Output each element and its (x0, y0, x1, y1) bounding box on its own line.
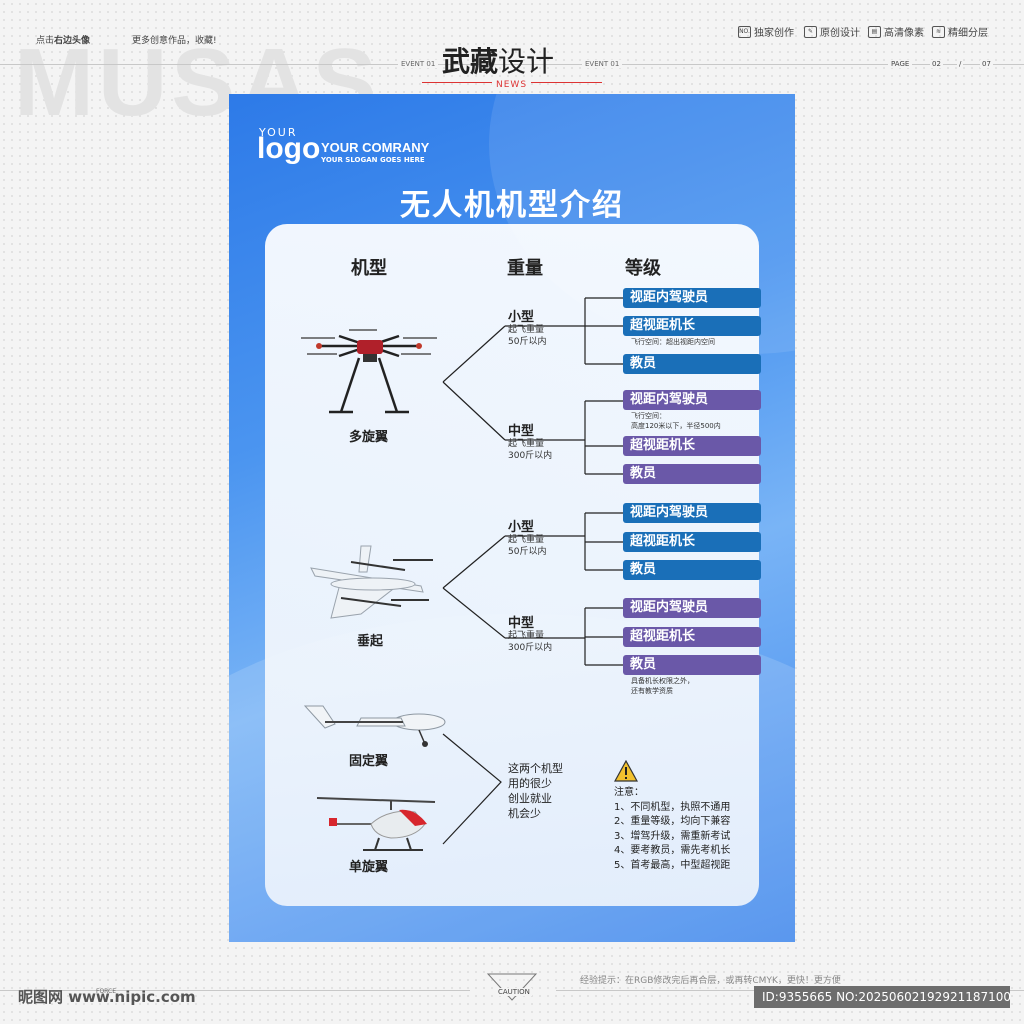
poster: YOUR logo YOUR COMRANY YOUR SLOGAN GOES … (229, 94, 795, 942)
layers-icon: ≋ (932, 25, 945, 38)
helicopter-drone-image (316, 797, 436, 851)
level-vlos-pilot: 视距内驾驶员 (623, 598, 761, 618)
level-vlos-pilot: 视距内驾驶员 (623, 288, 761, 308)
weight-limit: 300斤以内 (508, 451, 553, 461)
weight-class-medium: 中型 (508, 424, 535, 439)
event-right: EVENT 01 (582, 60, 623, 68)
left-hint: 点击右边头像 (36, 36, 91, 46)
weight-desc: 起飞重量 (508, 631, 545, 641)
column-header-type: 机型 (351, 258, 387, 279)
image-grid-icon: ▤ (868, 25, 881, 38)
level-bvlos-captain: 超视距机长 (623, 436, 761, 456)
weight-limit: 50斤以内 (508, 337, 547, 347)
site-watermark: 昵图网 www.nipic.com (18, 988, 196, 1006)
weight-class-medium: 中型 (508, 616, 535, 631)
weight-limit: 300斤以内 (508, 643, 553, 653)
column-header-weight: 重量 (507, 258, 543, 279)
page-separator: / (957, 60, 964, 68)
header-divider (0, 64, 1024, 65)
image-id-bar: ID:9355665 NO:20250602192921187100 (754, 986, 1011, 1008)
type-label-vtol: 垂起 (357, 634, 384, 649)
warning-icon (614, 760, 638, 782)
weight-class-small: 小型 (508, 520, 535, 535)
fixed-wing-drone-image (303, 705, 446, 747)
caution-triangle-icon (486, 973, 538, 1001)
type-label-fixed-wing: 固定翼 (349, 754, 389, 769)
notice-item: 1、不同机型，执照不通用 (614, 801, 731, 813)
notice-title: 注意： (614, 787, 644, 798)
weight-class-small: 小型 (508, 310, 535, 325)
level-bvlos-captain: 超视距机长 (623, 316, 761, 336)
notice-list: 注意： 1、不同机型，执照不通用 2、重量等级，均向下兼容 3、增驾升级，需重新… (614, 786, 730, 873)
poster-title: 无人机机型介绍 (400, 188, 624, 223)
level-vlos-pilot: 视距内驾驶员 (623, 390, 761, 410)
feature-hd: ▤高清像素 (868, 24, 924, 39)
level-instructor: 教员 (623, 655, 761, 675)
weight-desc: 起飞重量 (508, 325, 545, 335)
weight-desc: 起飞重量 (508, 439, 545, 449)
level-bvlos-captain: 超视距机长 (623, 532, 761, 552)
pencil-icon: ✎ (804, 25, 817, 38)
level-note: 具备机长权限之外，还有教学资质 (631, 677, 694, 695)
brand-title: 武藏设计 (442, 45, 555, 78)
notice-item: 5、首考最高，中型超视距 (614, 859, 731, 871)
event-left: EVENT 01 (398, 60, 439, 68)
page-label: PAGE (888, 60, 913, 68)
connector-lines (442, 297, 623, 845)
more-works-hint: 更多创意作品，收藏! (132, 36, 217, 46)
level-instructor: 教员 (623, 354, 761, 374)
page-current: 02 (930, 60, 943, 68)
footer-divider (0, 990, 470, 991)
feature-exclusive: NO.独家创作 (738, 25, 794, 39)
feature-layers: ≋精细分层 (932, 24, 988, 39)
caution-label: CAUTION (496, 988, 532, 996)
type-label-helicopter: 单旋翼 (349, 860, 389, 875)
content-card: 机型 重量 等级 (265, 224, 761, 906)
weight-desc: 起飞重量 (508, 535, 545, 545)
level-note: 飞行空间：超出视距内空间 (631, 338, 715, 346)
rare-types-note: 这两个机型 用的很少 创业就业 机会少 (508, 762, 563, 820)
footer-tip: 经验提示：在RGB修改完后再合层，或再转CMYK，更快！更方便 (580, 976, 841, 986)
vtol-drone-image (310, 545, 433, 619)
number-badge-icon: NO. (738, 25, 751, 38)
level-note: 飞行空间：高度120米以下，半径500内 (631, 412, 721, 430)
level-bvlos-captain: 超视距机长 (623, 627, 761, 647)
notice-item: 2、重量等级，均向下兼容 (614, 816, 731, 827)
force-label: FORCE (96, 988, 117, 995)
page-total: 07 (980, 60, 993, 68)
news-label: NEWS (492, 80, 532, 90)
feature-original: ✎原创设计 (804, 24, 860, 39)
notice-item: 4、要考教员，需先考机长 (614, 845, 731, 856)
notice-item: 3、增驾升级，需重新考试 (614, 830, 731, 842)
column-header-level: 等级 (625, 258, 661, 279)
type-label-multirotor: 多旋翼 (349, 430, 389, 445)
level-instructor: 教员 (623, 560, 761, 580)
level-instructor: 教员 (623, 464, 761, 484)
multirotor-drone-image (301, 329, 437, 414)
level-vlos-pilot: 视距内驾驶员 (623, 503, 761, 523)
weight-limit: 50斤以内 (508, 547, 547, 557)
